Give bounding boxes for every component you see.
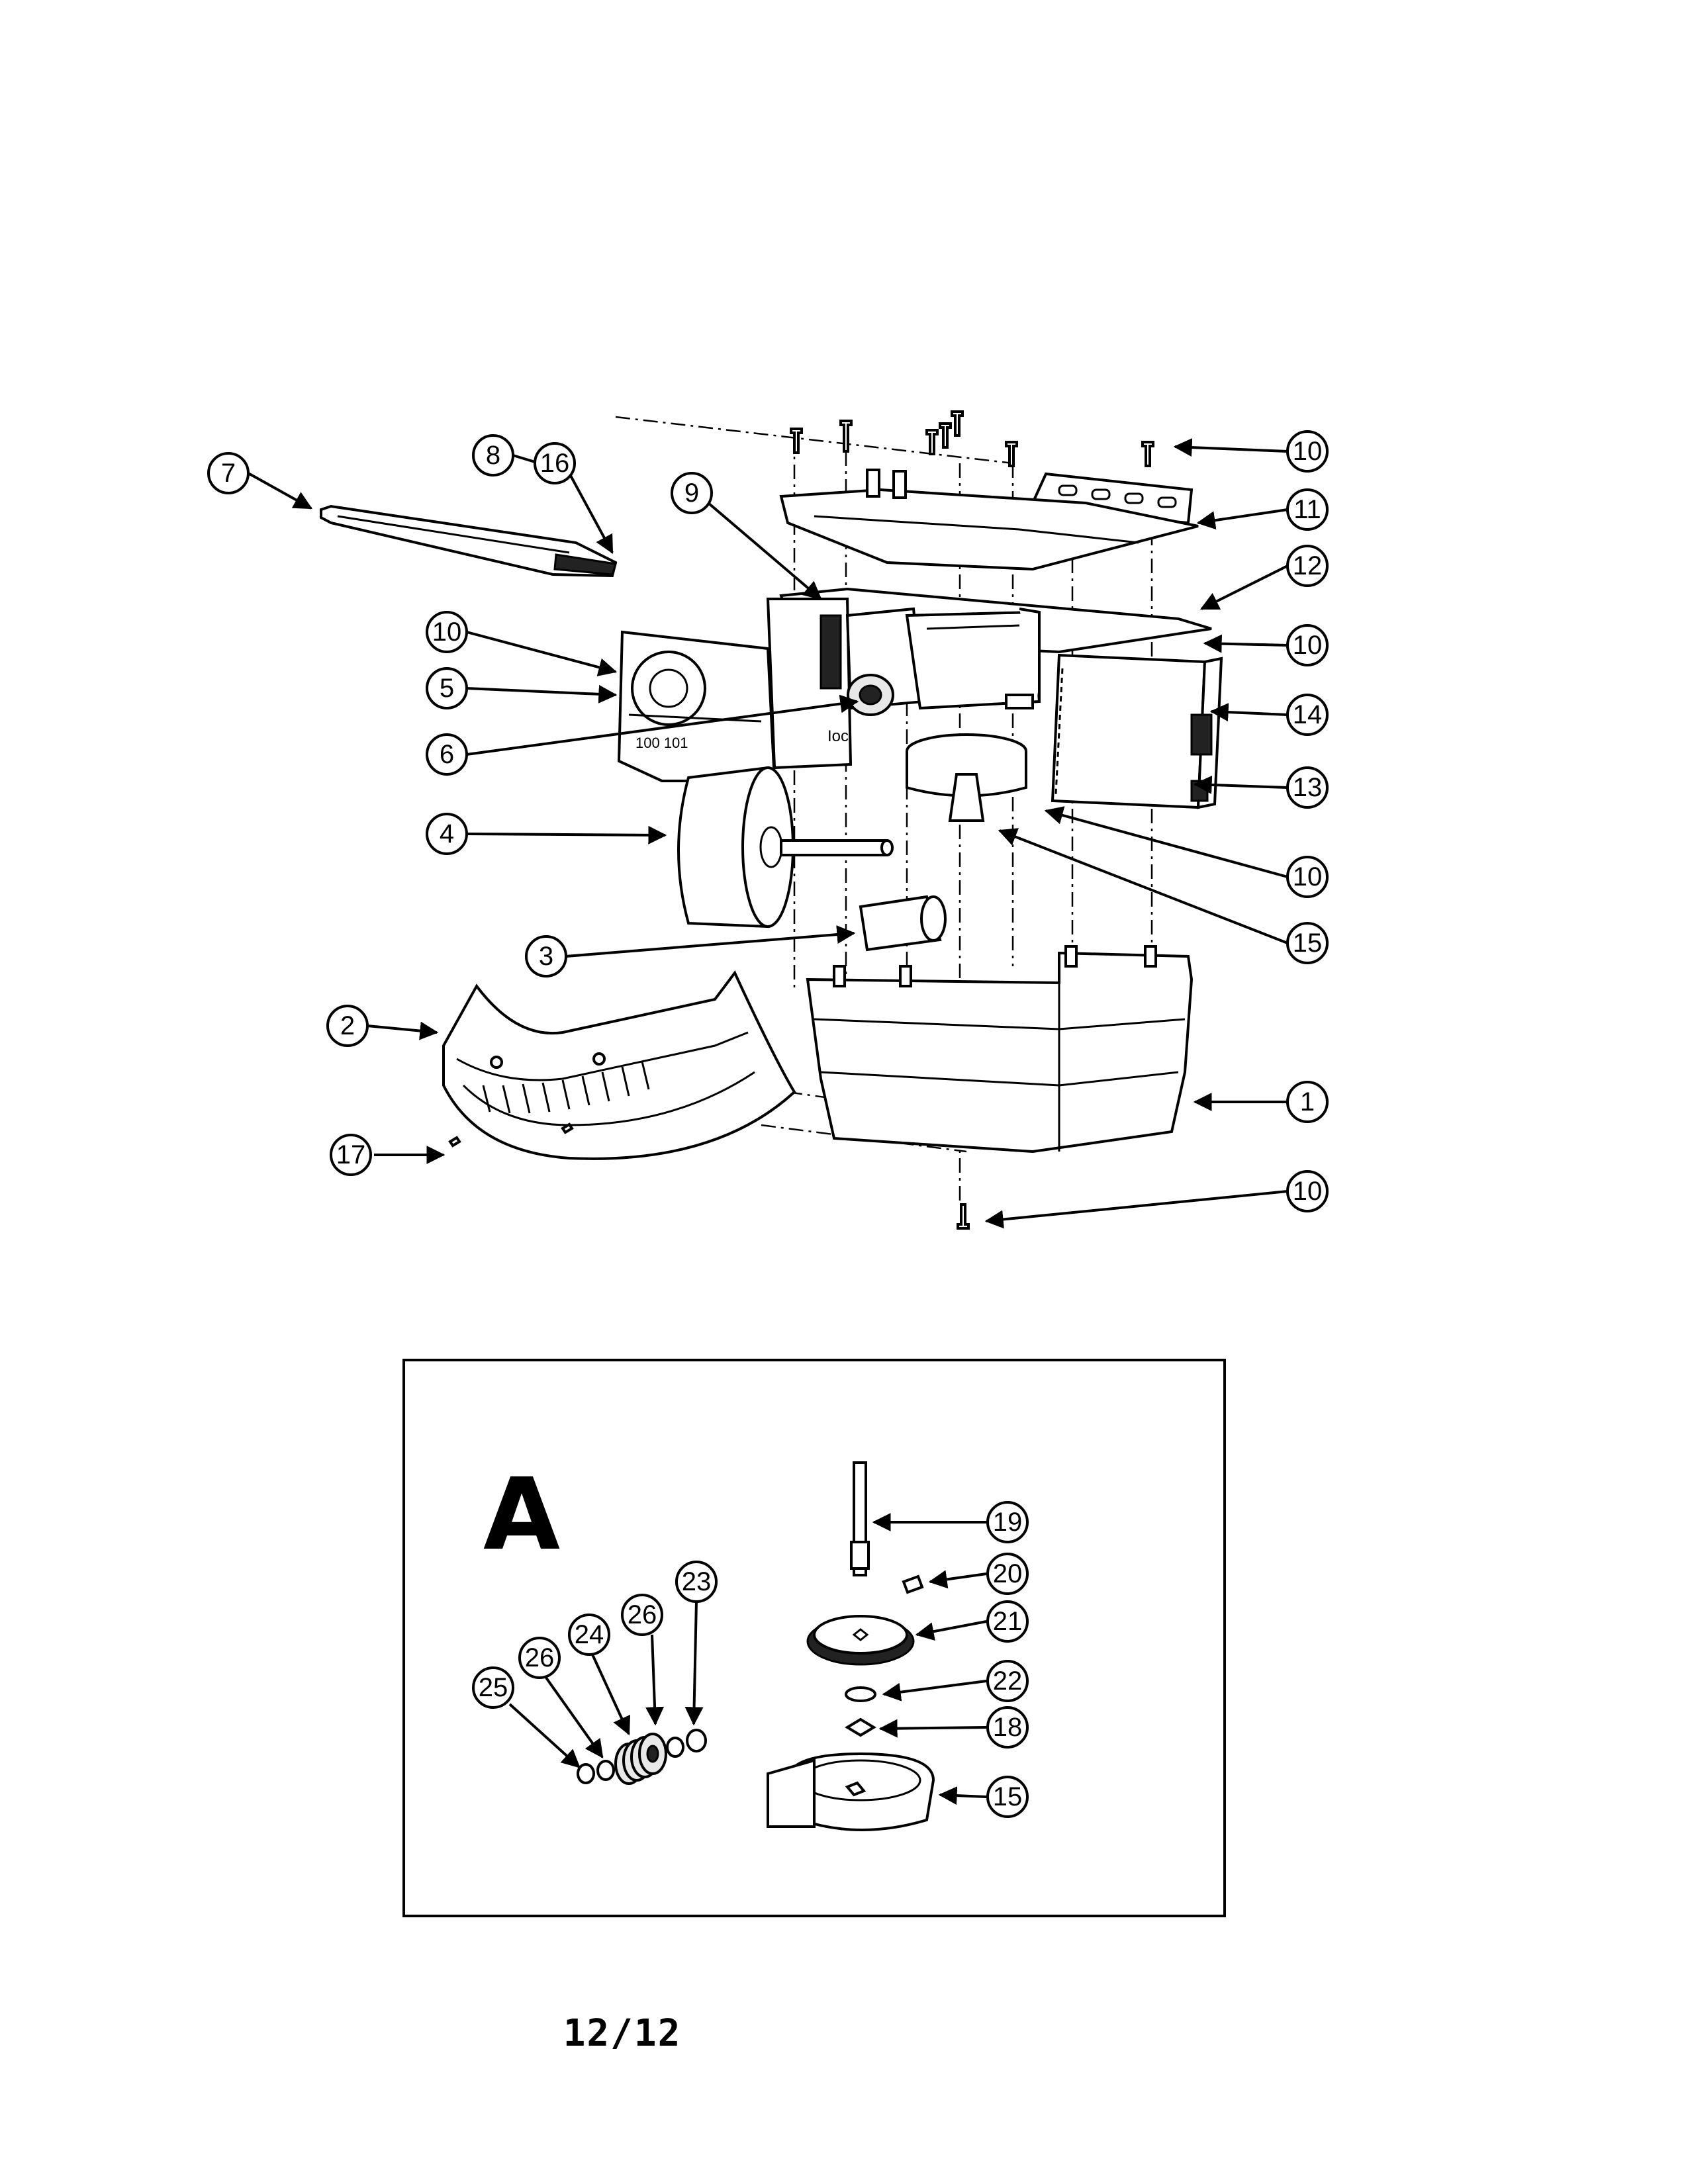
callout-16-label: 16 [540, 449, 570, 478]
callout-17-label: 17 [336, 1140, 366, 1169]
callout-8-label: 8 [486, 441, 500, 470]
callout-19: 19 [986, 1501, 1029, 1543]
callout-11: 11 [1286, 488, 1329, 531]
callout-21-label: 21 [993, 1607, 1023, 1636]
callout-18-label: 18 [993, 1713, 1023, 1742]
callout-2: 2 [326, 1005, 369, 1047]
callout-22: 22 [986, 1660, 1029, 1702]
inset-leader-arrows [508, 1513, 987, 1805]
part-7-light-lens [320, 504, 618, 578]
callout-7: 7 [207, 452, 250, 494]
callout-10-left-label: 10 [432, 617, 462, 647]
screws-top [790, 410, 1154, 467]
callout-26-lower: 26 [518, 1637, 561, 1679]
part-2-cover [442, 970, 796, 1160]
callout-8: 8 [472, 434, 536, 477]
callout-13: 13 [1286, 766, 1329, 809]
callout-14-label: 14 [1293, 700, 1323, 729]
board-components [1055, 668, 1064, 795]
callout-6-label: 6 [440, 740, 454, 769]
callout-21: 21 [986, 1600, 1029, 1643]
callout-5: 5 [426, 667, 468, 709]
gear-box-housing: Ioc [766, 598, 1041, 770]
callout-15-inset-label: 15 [993, 1782, 1023, 1811]
callout-26-lower-label: 26 [525, 1643, 555, 1672]
callout-23-label: 23 [682, 1567, 712, 1596]
svg-text:Ioc: Ioc [827, 727, 849, 745]
callout-13-label: 13 [1293, 773, 1323, 802]
callout-17: 17 [330, 1134, 372, 1176]
callout-2-label: 2 [340, 1011, 355, 1040]
part-6-bearing [847, 674, 894, 716]
callout-12-label: 12 [1293, 551, 1323, 580]
callout-3: 3 [525, 935, 567, 978]
callout-3-label: 3 [539, 942, 553, 971]
callout-10-right: 10 [1286, 624, 1329, 666]
callout-26-upper-label: 26 [628, 1600, 657, 1629]
callout-18: 18 [986, 1706, 1029, 1749]
callout-1-label: 1 [1300, 1087, 1315, 1116]
callout-20-label: 20 [993, 1559, 1023, 1588]
leader-arrows [248, 438, 1288, 1229]
callout-10-mid: 10 [1286, 856, 1329, 898]
callout-14: 14 [1286, 694, 1329, 736]
callout-15-label: 15 [1293, 929, 1323, 958]
callout-22-label: 22 [993, 1666, 1023, 1696]
part-12-top-plate [779, 469, 1199, 571]
callout-10-left: 10 [426, 611, 468, 653]
gear-housing-cup [767, 1752, 935, 1831]
page-number: 12/12 [563, 2012, 682, 2055]
callout-20: 20 [986, 1553, 1029, 1595]
callout-4-label: 4 [440, 819, 454, 848]
cover-vent-slots [482, 1061, 650, 1114]
callout-6: 6 [426, 733, 468, 776]
drive-gear [806, 1615, 915, 1666]
drive-shaft-stack [767, 1461, 935, 1831]
callout-4: 4 [426, 813, 468, 855]
callout-10-bottom-label: 10 [1293, 1177, 1323, 1206]
callout-15: 15 [1286, 922, 1329, 964]
callout-25: 25 [472, 1666, 514, 1709]
callout-11-label: 11 [1293, 495, 1321, 524]
part-4-motor [677, 766, 894, 929]
callout-10-bottom: 10 [1286, 1170, 1329, 1212]
callout-15-inset: 15 [986, 1776, 1029, 1818]
callout-19-label: 19 [993, 1508, 1023, 1537]
callout-9-label: 9 [684, 478, 699, 508]
part-14-logic-board [1051, 653, 1223, 809]
callout-7-label: 7 [221, 459, 236, 488]
part-1-chassis-base [806, 945, 1194, 1154]
inset-frame [402, 1359, 1226, 1917]
callout-12: 12 [1286, 545, 1329, 587]
worm-gear-parts [577, 1729, 707, 1785]
callout-23: 23 [675, 1561, 718, 1603]
callout-9: 9 [671, 472, 713, 514]
worm-spring [614, 1733, 667, 1785]
inset-a: A [402, 1359, 1226, 1917]
callout-10-top-label: 10 [1293, 437, 1323, 466]
callout-16: 16 [534, 442, 576, 484]
svg-text:100 101: 100 101 [635, 735, 688, 751]
callout-10-right-label: 10 [1293, 631, 1323, 660]
callout-1: 1 [1286, 1081, 1329, 1123]
callout-25-label: 25 [479, 1673, 508, 1702]
callout-10-mid-label: 10 [1293, 862, 1323, 891]
callout-10-top: 10 [1286, 430, 1329, 473]
callout-26-upper: 26 [621, 1594, 663, 1636]
callout-5-label: 5 [440, 674, 454, 703]
part-3-capacitor [859, 895, 947, 952]
screw-bottom [957, 1203, 970, 1230]
part-17-screws [448, 1122, 574, 1148]
callout-24-label: 24 [575, 1620, 604, 1649]
part-5-housing-side: 100 101 [617, 630, 776, 782]
inset-letter: A [483, 1457, 560, 1572]
callout-24: 24 [568, 1614, 610, 1656]
part-15-drive-housing [906, 733, 1027, 822]
main-exploded-view: 100 101 Ioc [207, 410, 1329, 1230]
